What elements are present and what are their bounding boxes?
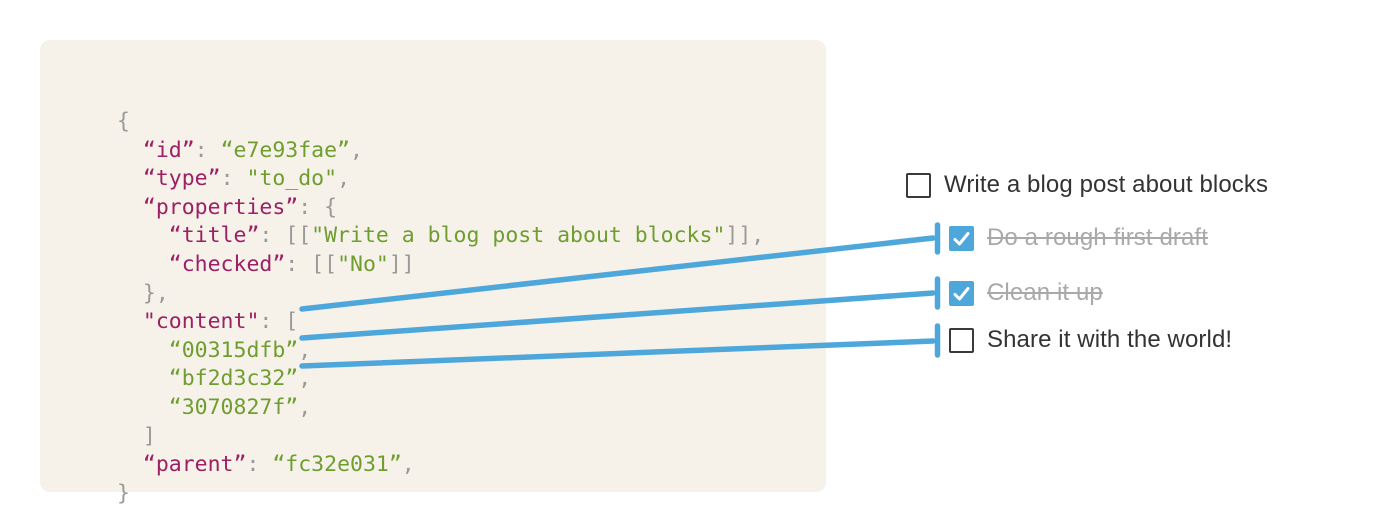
todo-label: Share it with the world! (987, 326, 1233, 353)
json-code-panel: { “id”: “e7e93fae”, “type”: "to_do", “pr… (40, 40, 826, 506)
todo-item: Share it with the world! (949, 326, 1233, 353)
todo-label: Do a rough first draft (987, 224, 1208, 251)
json-code-block: { “id”: “e7e93fae”, “type”: "to_do", “pr… (117, 109, 765, 506)
todo-item: Do a rough first draft (949, 224, 1208, 251)
checkbox-unchecked-icon[interactable] (906, 172, 931, 198)
todo-label: Clean it up (987, 279, 1103, 306)
checkbox-checked-icon[interactable] (949, 225, 974, 251)
checkbox-checked-icon[interactable] (949, 280, 974, 306)
todo-label: Write a blog post about blocks (944, 171, 1269, 198)
checkbox-unchecked-icon[interactable] (949, 327, 974, 353)
todo-item: Clean it up (949, 279, 1103, 306)
todo-item: Write a blog post about blocks (906, 171, 1269, 198)
